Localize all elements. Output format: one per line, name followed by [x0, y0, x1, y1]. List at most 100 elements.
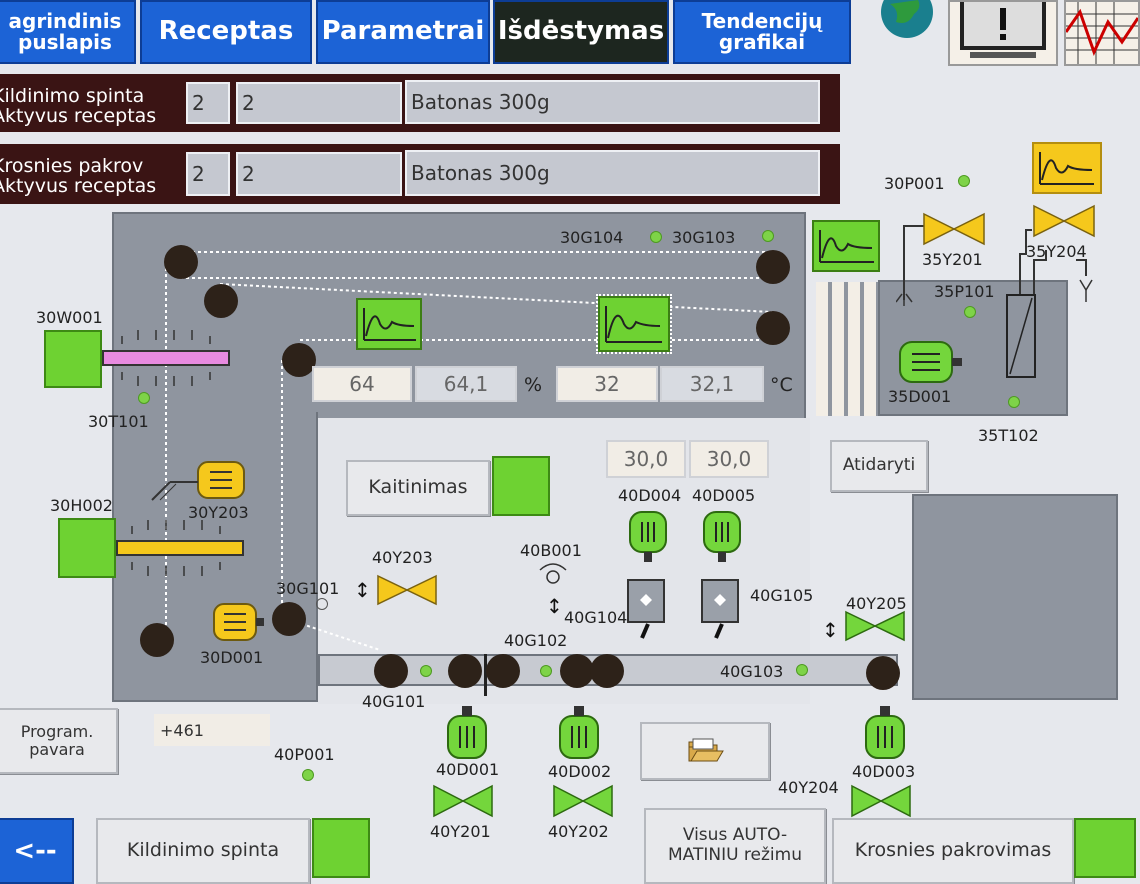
recipe-number-field[interactable]: 2 [186, 152, 230, 196]
counter-field: +461 [154, 714, 270, 746]
humidifier-indicator[interactable] [58, 518, 116, 578]
recipe-bar-proofing: Kildinimo spinta Aktyvus receptas 2 2 Ba… [0, 74, 840, 132]
motor-40D005-icon[interactable] [700, 510, 744, 568]
tab-home[interactable]: agrindinis puslapis [0, 0, 136, 64]
valve-35Y201-icon[interactable] [922, 212, 986, 250]
pink-heater-bar [102, 350, 230, 366]
proofing-cabinet-button[interactable]: Kildinimo spinta [96, 818, 310, 884]
status-led [302, 769, 314, 781]
proofing-heater-indicator[interactable] [44, 330, 102, 388]
updown-arrow-icon: ↕ [546, 594, 563, 618]
tab-parameters-label: Parametrai [321, 16, 485, 47]
valve-40Y203-icon[interactable] [376, 574, 438, 610]
recipe-number-field[interactable]: 2 [186, 82, 230, 124]
tag-30Y203: 30Y203 [188, 503, 249, 522]
tag-40G102: 40G102 [504, 631, 568, 650]
heating-indicator[interactable] [492, 456, 550, 516]
alarm-screen-icon[interactable] [948, 0, 1058, 66]
motor-40D002-icon[interactable] [558, 706, 602, 764]
tag-30G103: 30G103 [672, 228, 736, 247]
folder-icon [688, 738, 724, 762]
motor-35D001-icon[interactable] [898, 340, 964, 388]
oven-loading-indicator [1074, 818, 1136, 878]
back-button[interactable]: <-- [0, 818, 74, 884]
recipe-id-field[interactable]: 2 [236, 152, 402, 196]
value-field-b[interactable]: 30,0 [689, 440, 769, 478]
all-auto-mode-button[interactable]: Visus AUTO- MATINIU režimu [644, 808, 826, 884]
motor-40D001-icon[interactable] [446, 706, 490, 764]
nozzle-icon [151, 481, 198, 501]
chart-screen-icon[interactable] [1064, 0, 1140, 66]
status-led [138, 392, 150, 404]
updown-arrow-icon: ↕ [354, 578, 371, 602]
tag-35Y201: 35Y201 [922, 250, 983, 269]
recipe-name-field[interactable]: Batonas 300g [405, 150, 820, 196]
tab-recipe[interactable]: Receptas [140, 0, 312, 64]
recipe-label-proofing: Kildinimo spinta Aktyvus receptas [0, 85, 157, 127]
folder-button[interactable] [640, 722, 770, 780]
tag-30H002: 30H002 [50, 496, 113, 515]
oven-body [912, 494, 1118, 700]
open-button[interactable]: Atidaryti [830, 440, 928, 492]
tab-recipe-label: Receptas [158, 16, 294, 47]
roller [486, 654, 520, 688]
tag-40G101: 40G101 [362, 692, 426, 711]
humidity-unit: % [524, 374, 543, 396]
valve-40Y202-icon[interactable] [552, 784, 614, 822]
valve-40Y205-icon[interactable] [844, 610, 906, 646]
motor-30D001-icon[interactable] [212, 602, 266, 646]
tag-30T101: 30T101 [88, 412, 149, 431]
tag-30G101: 30G101 [276, 579, 340, 598]
trend-steam-button[interactable] [1032, 142, 1102, 194]
value-field-a[interactable]: 30,0 [606, 440, 686, 478]
tab-home-label: agrindinis puslapis [8, 9, 122, 54]
recipe-id-field[interactable]: 2 [236, 82, 402, 124]
temperature-actual: 32,1 [660, 366, 764, 402]
tab-parameters[interactable]: Parametrai [316, 0, 490, 64]
tag-40D004: 40D004 [618, 486, 682, 505]
roller [590, 654, 624, 688]
tag-30P001: 30P001 [884, 174, 945, 193]
sensor-icon [316, 598, 328, 610]
humidity-setpoint[interactable]: 64 [312, 366, 412, 402]
globe-icon[interactable] [878, 0, 936, 40]
motor-40D003-icon[interactable] [864, 706, 908, 764]
valve-40Y204-icon[interactable] [850, 784, 912, 822]
status-led [796, 664, 808, 676]
roller [756, 250, 790, 284]
recipe-name-field[interactable]: Batonas 300g [405, 80, 820, 124]
temperature-setpoint[interactable]: 32 [556, 366, 658, 402]
oven-loading-button[interactable]: Krosnies pakrovimas [832, 818, 1074, 884]
tag-35D001: 35D001 [888, 387, 952, 406]
program-drive-button[interactable]: Program. pavara [0, 708, 118, 774]
proofing-cabinet-indicator [312, 818, 370, 878]
valve-40Y201-icon[interactable] [432, 784, 494, 822]
motor-40D004-icon[interactable] [626, 510, 670, 568]
temperature-unit: °C [770, 374, 793, 396]
tab-trends[interactable]: Tendencijų grafikai [673, 0, 851, 64]
trend-humidity-button[interactable] [356, 298, 422, 350]
trend-temperature-button[interactable] [596, 294, 672, 354]
status-led [540, 665, 552, 677]
valve-35Y204-icon[interactable] [1032, 204, 1096, 242]
oven-entrance [816, 282, 880, 416]
sensor-40B001-icon [539, 563, 567, 584]
tab-layout[interactable]: Išdėstymas [493, 0, 669, 64]
roller [164, 245, 198, 279]
tag-35P101: 35P101 [934, 282, 995, 301]
tag-30G104: 30G104 [560, 228, 624, 247]
valve-30Y203-icon[interactable] [196, 460, 248, 504]
roller [204, 284, 238, 318]
status-led [958, 175, 970, 187]
roller [140, 623, 174, 657]
steam-piping [896, 225, 1093, 310]
tag-35T102: 35T102 [978, 426, 1039, 445]
tab-trends-label: Tendencijų grafikai [701, 9, 823, 54]
roller [866, 656, 900, 690]
trend-oven-button[interactable] [812, 220, 880, 272]
tag-40P001: 40P001 [274, 745, 335, 764]
tag-40G104: 40G104 [564, 608, 628, 627]
tag-40Y204: 40Y204 [778, 778, 839, 797]
roller [756, 311, 790, 345]
